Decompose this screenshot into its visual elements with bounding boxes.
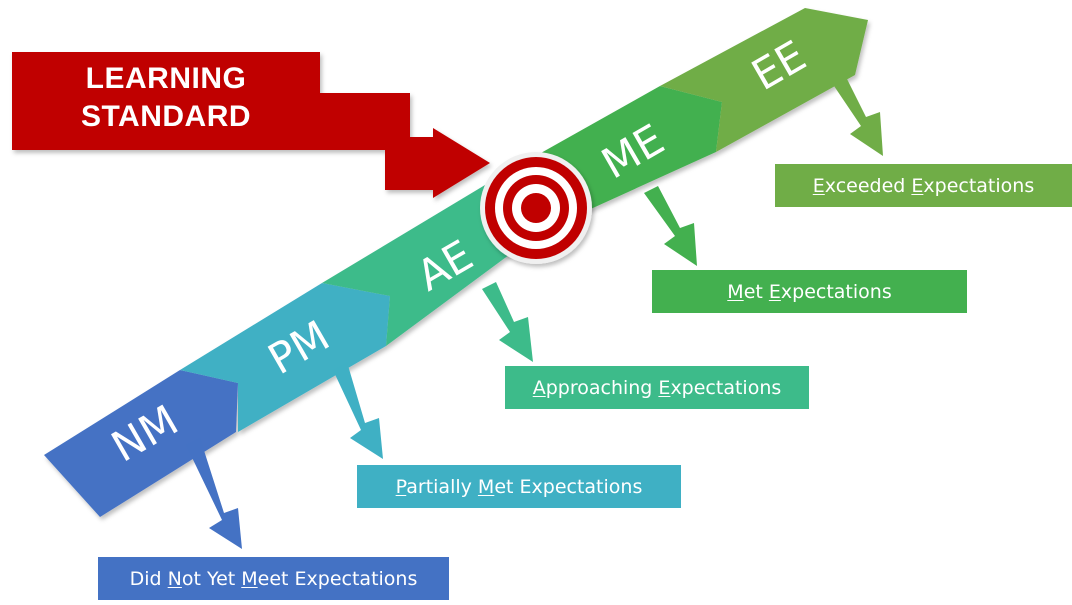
learning-standard-arrow: LEARNING STANDARD bbox=[12, 52, 490, 198]
band-segment-pm bbox=[180, 283, 390, 432]
arrow-me bbox=[644, 186, 697, 266]
arrow-pm bbox=[333, 362, 383, 459]
band-segment-ee bbox=[660, 8, 868, 152]
label-text: Partially Met Expectations bbox=[395, 475, 643, 498]
arrow-ee bbox=[830, 73, 883, 156]
label-box-pm: Partially Met Expectations bbox=[357, 465, 681, 508]
label-box-ae: Approaching Expectations bbox=[505, 366, 809, 409]
label-text: Exceeded Expectations bbox=[812, 174, 1035, 197]
label-text: Met Expectations bbox=[727, 280, 892, 303]
band-segment-nm bbox=[44, 370, 238, 517]
learning-standard-line2: STANDARD bbox=[81, 100, 251, 133]
label-box-ee: Exceeded Expectations bbox=[775, 164, 1072, 207]
target-icon bbox=[480, 152, 592, 264]
label-text: Did Not Yet Meet Expectations bbox=[129, 567, 418, 590]
arrow-ae bbox=[482, 282, 533, 362]
label-text: Approaching Expectations bbox=[532, 376, 782, 399]
label-box-me: Met Expectations bbox=[652, 270, 967, 313]
arrow-nm bbox=[186, 438, 242, 549]
label-box-nm: Did Not Yet Meet Expectations bbox=[98, 557, 449, 600]
learning-standard-line1: LEARNING bbox=[86, 62, 247, 95]
